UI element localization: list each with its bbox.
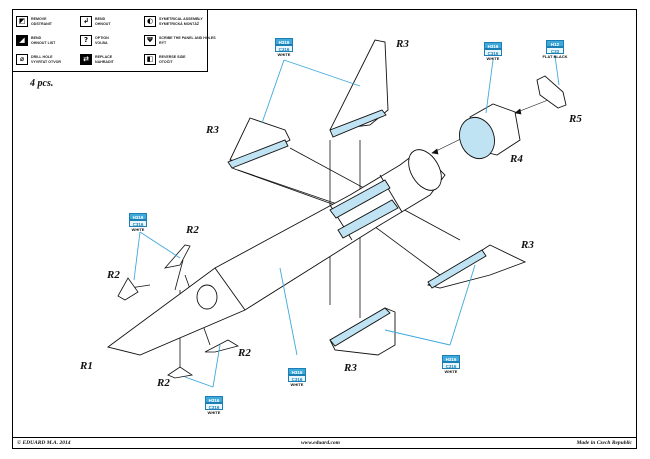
fin-r3-lower: [329, 307, 396, 356]
footer: © EDUARD M.A. 2014 www.eduard.com Made i…: [12, 438, 637, 449]
drill-hole-icon: ⌀: [16, 54, 28, 65]
legend-label-cz: Rýt: [159, 40, 167, 45]
legend-item-bend-sheet: ◢BendOhnout list: [16, 31, 80, 50]
legend-label: Remove: [31, 17, 47, 22]
cap-r5: [536, 75, 567, 109]
website-link[interactable]: www.eduard.com: [301, 440, 340, 446]
quantity-note: 4 pcs.: [30, 78, 54, 89]
legend-label-cz: Vyvrtat otvor: [31, 59, 62, 64]
label-r3-right: R3: [520, 239, 534, 251]
symbol-legend: ◩RemoveOdstranit ↲BendOhnout ◐Symetrical…: [12, 9, 216, 72]
label-r4: R4: [509, 153, 523, 165]
label-r3-upper: R3: [395, 38, 409, 50]
sheet-frame: [12, 9, 637, 438]
paint-name: FLAT BLACK: [542, 54, 568, 59]
paint-code-h: H316: [442, 355, 460, 362]
label-r3-left: R3: [205, 124, 219, 136]
paint-code-c: C316: [288, 375, 306, 382]
paint-code-c: C316: [129, 220, 147, 227]
paint-code-h: H316: [484, 42, 502, 49]
legend-item-reverse: ◧Reverse sideOtočit: [144, 50, 210, 69]
copyright: © EDUARD M.A. 2014: [17, 440, 71, 446]
legend-label-cz: Ohnout list: [31, 40, 56, 45]
paint-name: WHITE: [486, 56, 500, 61]
fuselage-r1: [106, 149, 446, 356]
paint-callout-white: H316 C316 WHITE: [128, 213, 148, 232]
callout-leaders: [133, 55, 560, 388]
paint-code-h: H316: [205, 396, 223, 403]
paint-code-h: H12: [546, 40, 564, 47]
paint-code-c: C316: [275, 45, 293, 52]
paint-code-c: C316: [205, 403, 223, 410]
paint-code-h: H316: [129, 213, 147, 220]
paint-name: WHITE: [290, 382, 304, 387]
fin-r3-left: [227, 117, 291, 169]
paint-name: WHITE: [277, 52, 291, 57]
paint-callout-white: H316 C316 WHITE: [287, 368, 307, 387]
bend-sheet-icon: ◢: [16, 35, 28, 46]
origin-note: Made in Czech Republic: [576, 440, 632, 446]
legend-label-cz: Symetrická montáž: [159, 21, 200, 26]
paint-callout-white: H316 C316 WHITE: [204, 396, 224, 415]
seeker-r4: [459, 103, 521, 160]
scribe-icon: Ψ: [144, 35, 156, 46]
label-r2-left: R2: [106, 269, 120, 281]
canard-r2-right: [204, 339, 240, 353]
label-r2-upper: R2: [185, 224, 199, 236]
bend-icon: ↲: [80, 16, 92, 27]
option-icon: ?: [80, 35, 92, 46]
legend-label: Symetrical assembly: [159, 17, 203, 22]
legend-item-symmetrical: ◐Symetrical assemblySymetrická montáž: [144, 12, 210, 31]
legend-label: Bend: [95, 17, 106, 22]
fin-r3-right: [426, 244, 527, 289]
legend-label-cz: Otočit: [159, 59, 173, 64]
paint-code-c: C316: [484, 49, 502, 56]
label-r2-lower: R2: [156, 377, 170, 389]
arrows: [431, 99, 549, 155]
fin-r3-upper: [329, 39, 389, 138]
legend-label-cz: Ohnout: [95, 21, 111, 26]
legend-item-drill: ⌀Drill holeVyvrtat otvor: [16, 50, 80, 69]
legend-label-cz: Volba: [95, 40, 108, 45]
legend-item-replace: ⇄ReplaceNahradit: [80, 50, 144, 69]
label-r3-lower: R3: [343, 362, 357, 374]
legend-item-remove: ◩RemoveOdstranit: [16, 12, 80, 31]
paint-callout-white: H316 C316 WHITE: [274, 38, 294, 57]
paint-code-h: H316: [288, 368, 306, 375]
legend-label: Option: [95, 36, 109, 41]
replace-icon: ⇄: [80, 54, 92, 65]
paint-code-c: C316: [442, 362, 460, 369]
canard-r2-left: [117, 277, 139, 301]
legend-item-option: ?OptionVolba: [80, 31, 144, 50]
paint-code-c: C33: [546, 47, 564, 54]
legend-label: Drill hole: [31, 55, 53, 60]
paint-code-h: H316: [275, 38, 293, 45]
legend-item-bend: ↲BendOhnout: [80, 12, 144, 31]
label-r2-right: R2: [237, 347, 251, 359]
legend-label: Reverse side: [159, 55, 186, 60]
legend-label-cz: Nahradit: [95, 59, 114, 64]
legend-label: Bend: [31, 36, 42, 41]
legend-label: Replace: [95, 55, 113, 60]
legend-label: Scribe the panel and holes: [159, 36, 216, 41]
label-r1: R1: [79, 360, 93, 372]
canard-r2-lower: [167, 366, 194, 379]
paint-callout-white: H316 C316 WHITE: [483, 42, 503, 61]
paint-callout-flat-black: H12 C33 FLAT BLACK: [542, 40, 568, 59]
paint-name: WHITE: [207, 410, 221, 415]
legend-item-scribe: ΨScribe the panel and holesRýt: [144, 31, 216, 50]
paint-callout-white: H316 C316 WHITE: [441, 355, 461, 374]
paint-name: WHITE: [444, 369, 458, 374]
legend-label-cz: Odstranit: [31, 21, 52, 26]
paint-name: WHITE: [131, 227, 145, 232]
symmetrical-assembly-icon: ◐: [144, 16, 156, 27]
reverse-side-icon: ◧: [144, 54, 156, 65]
remove-icon: ◩: [16, 16, 28, 27]
label-r5: R5: [568, 113, 582, 125]
